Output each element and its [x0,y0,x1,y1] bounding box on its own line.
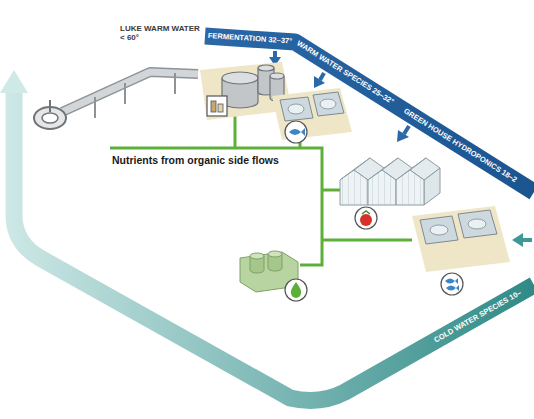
side-flow-facility [240,251,307,301]
source-label: LUKE WARM WATER < 60° [120,24,204,42]
cold-supply-arrow [512,233,532,247]
cold-return-band [14,92,534,400]
cold-fish-tanks [412,206,510,295]
pipe-apparatus [34,72,198,129]
return-arrowhead [0,70,28,93]
band-label: COLD WATER SPECIES 10– [433,289,523,345]
nutrient-lines [110,115,412,265]
warm-fish-tanks [272,88,352,143]
nutrient-label: Nutrients from organic side flows [112,154,279,166]
